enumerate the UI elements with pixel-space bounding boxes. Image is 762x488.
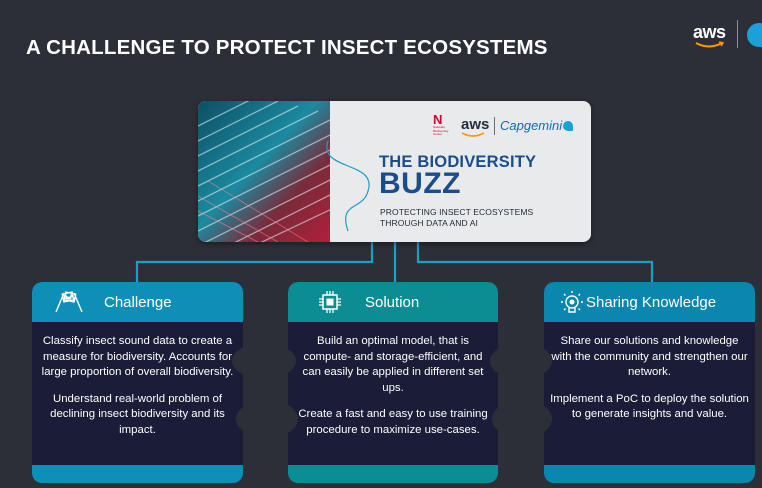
challenge-text: Classify insect sound data to create a m… — [38, 334, 237, 449]
aws-smile-icon — [461, 132, 485, 137]
challenge-paragraph-1: Classify insect sound data to create a m… — [41, 335, 234, 378]
capgemini-spade-icon — [563, 121, 574, 131]
biodiversity-buzz-banner: N Naturalis Biodiversity Center aws Capg… — [198, 101, 591, 242]
aws-logo: aws — [693, 22, 729, 52]
banner-subtitle: PROTECTING INSECT ECOSYSTEMS THROUGH DAT… — [380, 207, 580, 229]
banner-title-buzz: BUZZ — [379, 167, 461, 200]
sharing-paragraph-2: Implement a PoC to deploy the solution t… — [550, 392, 749, 421]
aws-logo-text: aws — [693, 22, 726, 42]
naturalis-text-3: Center — [433, 132, 443, 136]
capgemini-logo: Capgemini — [500, 118, 574, 133]
aws-banner-text: aws — [461, 116, 490, 133]
solution-card-footer — [288, 465, 498, 483]
solution-paragraph-1: Build an optimal model, that is compute-… — [302, 335, 484, 394]
solution-text: Build an optimal model, that is compute-… — [294, 334, 492, 449]
banner-logo-divider — [494, 117, 495, 135]
challenge-card-header: Challenge — [32, 282, 243, 322]
capgemini-spade-icon — [747, 23, 762, 47]
challenge-card: Challenge Classify insect sound data to … — [32, 282, 243, 483]
connector-challenge — [135, 242, 374, 286]
naturalis-text-1: Naturalis — [433, 125, 445, 129]
challenge-label: Challenge — [104, 294, 172, 311]
sharing-paragraph-1: Share our solutions and knowledge with t… — [551, 335, 748, 378]
solution-paragraph-2: Create a fast and easy to use training p… — [298, 408, 488, 436]
chip-icon — [319, 291, 341, 313]
banner-title: THE BIODIVERSITY — [379, 153, 537, 171]
sharing-knowledge-label: Sharing Knowledge — [586, 294, 717, 311]
sharing-text: Share our solutions and knowledge with t… — [550, 334, 749, 434]
solution-card-header: Solution — [288, 282, 498, 322]
aws-smile-icon — [695, 41, 725, 48]
slide-title: A CHALLENGE TO PROTECT INSECT ECOSYSTEMS — [26, 36, 548, 59]
naturalis-logo: N Naturalis Biodiversity Center — [433, 113, 451, 141]
challenge-card-footer — [32, 465, 243, 483]
solution-label: Solution — [365, 294, 420, 311]
naturalis-text-2: Biodiversity — [433, 128, 449, 133]
lightbulb-icon — [561, 291, 583, 313]
banner-subtitle-line2: THROUGH DATA AND AI — [380, 218, 478, 228]
naturalis-mark: N — [433, 112, 443, 127]
insect-wing-image — [198, 101, 330, 242]
aws-logo-banner: aws — [461, 116, 490, 137]
capgemini-text: Capgemini — [500, 118, 563, 133]
card-join-shape — [232, 343, 296, 379]
card-join-shape — [490, 343, 552, 379]
banner-subtitle-line1: PROTECTING INSECT ECOSYSTEMS — [380, 207, 534, 217]
card-join-shape — [236, 400, 298, 438]
logo-divider — [737, 20, 738, 48]
sharing-card-footer — [544, 465, 755, 483]
solution-card: Solution Build an optimal model, that is… — [288, 282, 498, 483]
sharing-knowledge-card: Sharing Knowledge Share our solutions an… — [544, 282, 755, 483]
card-join-shape — [492, 400, 552, 438]
challenge-paragraph-2: Understand real-world problem of declini… — [50, 392, 225, 436]
sharing-card-header: Sharing Knowledge — [544, 282, 755, 322]
checkered-flags-icon — [55, 291, 83, 313]
decorative-curve — [326, 140, 370, 232]
connector-sharing — [416, 242, 654, 286]
